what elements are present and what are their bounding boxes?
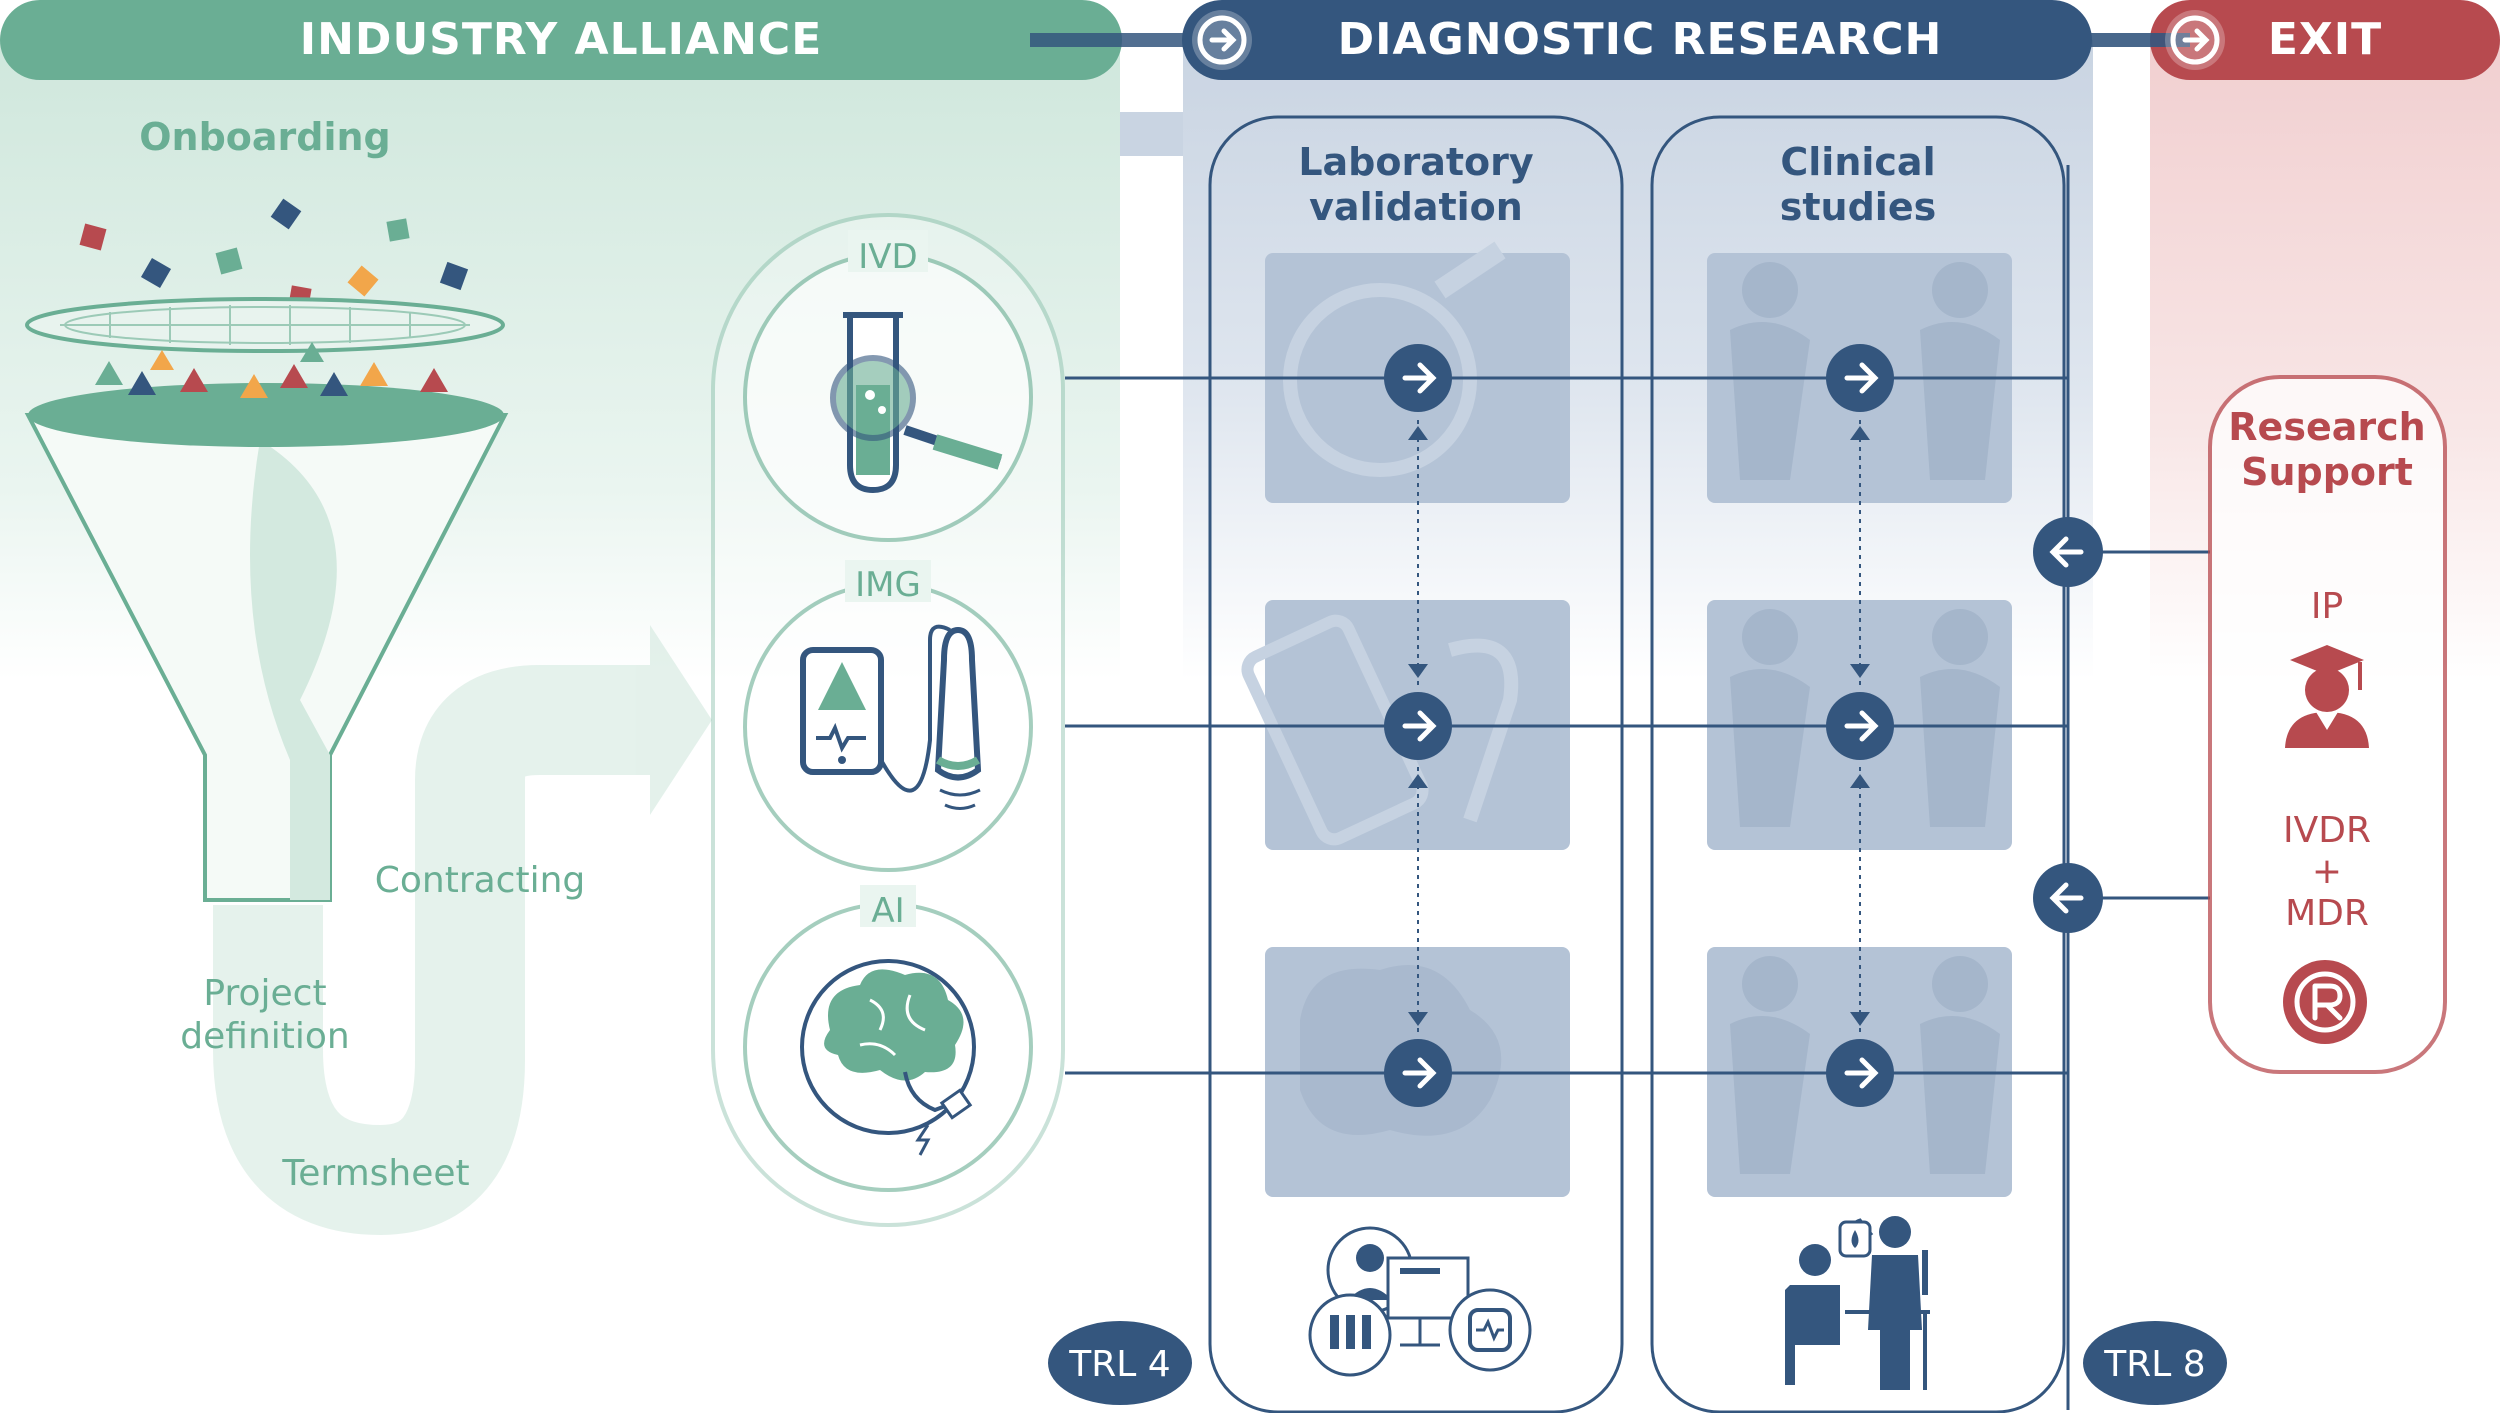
img-node: [743, 560, 1033, 872]
arrow-right-icon: [1826, 692, 1894, 760]
banner-link-left: [1030, 33, 1220, 47]
arrow-right-icon: [1192, 10, 1252, 70]
ivd-label: IVD: [858, 237, 917, 277]
clinical-studies-title-2: studies: [1780, 185, 1936, 229]
mdr-label: MDR: [2285, 893, 2369, 934]
clinical-tiles: [1707, 253, 2012, 1197]
diagnostic-research-banner: [1182, 0, 2092, 80]
ip-label: IP: [2311, 586, 2343, 627]
onboarding-label: Onboarding: [139, 115, 391, 159]
test-tube-icon: [830, 312, 1003, 494]
research-support-title-1: Research: [2228, 405, 2425, 449]
sieve-icon: [25, 297, 505, 353]
lab-validation-column: [1208, 115, 1624, 1414]
connector-bar: [1120, 112, 1183, 156]
diagnostic-research-title: DIAGNOSTIC RESEARCH: [1338, 14, 1943, 65]
exit-title: EXIT: [2268, 14, 2382, 65]
clinicians-icon: [1785, 1216, 1930, 1390]
industry-alliance-banner: [0, 0, 1122, 80]
project-definition-label-2: definition: [180, 1016, 349, 1057]
arrow-right-icon: [1826, 344, 1894, 412]
lab-tiles: [1241, 241, 1570, 1197]
confetti-icon: [79, 198, 469, 327]
arrow-right-icon: [1384, 692, 1452, 760]
project-definition-label-1: Project: [203, 973, 326, 1014]
clinical-studies-column: [1650, 115, 2066, 1414]
ivdr-label: IVDR: [2283, 810, 2371, 851]
graduate-icon: [2285, 645, 2369, 748]
flow-pipe: [213, 625, 712, 1236]
lab-scientist-icon: [1308, 1226, 1532, 1377]
ultrasound-icon: [800, 624, 982, 810]
brain-icon: [800, 959, 976, 1156]
trl-4-badge: [1048, 1321, 1192, 1405]
arrow-left-icon: [2033, 517, 2103, 587]
img-label: IMG: [855, 565, 921, 605]
arrow-right-icon: [1384, 1039, 1452, 1107]
industry-alliance-title: INDUSTRY ALLIANCE: [300, 14, 823, 65]
connector-arrowheads: [1408, 426, 1870, 1026]
arrow-left-icon: [2033, 863, 2103, 933]
trl-8-badge: [2083, 1321, 2227, 1405]
funnel-icon: [24, 342, 509, 902]
arrow-right-icon: [1384, 344, 1452, 412]
termsheet-label: Termsheet: [281, 1153, 469, 1194]
lab-validation-title-1: Laboratory: [1298, 140, 1534, 184]
lab-validation-title-2: validation: [1309, 185, 1523, 229]
arrow-right-icon: [2165, 10, 2225, 70]
research-support-title-2: Support: [2241, 450, 2413, 494]
ai-label: AI: [871, 891, 904, 931]
ivd-node: [743, 230, 1033, 542]
banner-link-right: [2080, 33, 2190, 47]
trl-8-label: TRL 8: [2103, 1344, 2205, 1385]
trl-4-label: TRL 4: [1068, 1344, 1170, 1385]
contracting-label: Contracting: [375, 860, 586, 901]
plus-label: +: [2312, 851, 2342, 892]
exit-banner: [2150, 0, 2500, 80]
registered-icon: [2283, 960, 2367, 1044]
ai-node: [743, 885, 1033, 1192]
arrow-right-icon: [1826, 1039, 1894, 1107]
clinical-studies-title-1: Clinical: [1780, 140, 1935, 184]
